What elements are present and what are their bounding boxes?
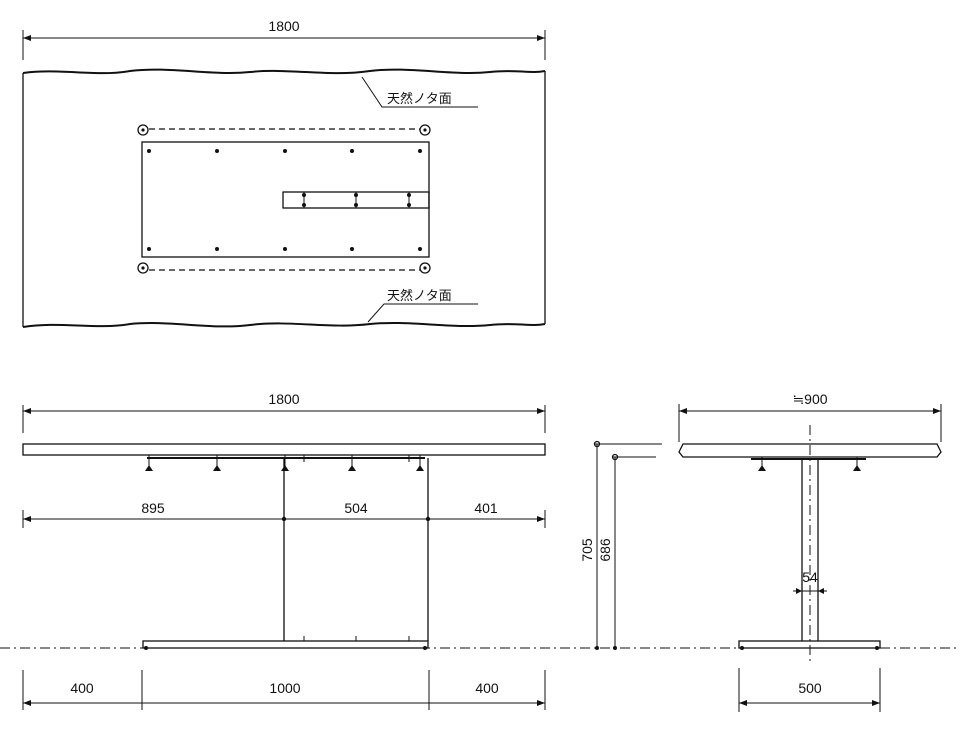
base-right-label: 400 (475, 680, 499, 696)
side-view: ≒900 54 (579, 391, 942, 712)
top-width-label: 1800 (268, 18, 299, 34)
front-tabletop (22, 443, 546, 456)
front-width-dimension: 1800 (22, 391, 546, 433)
slab-edge-bottom (22, 321, 546, 328)
seg-right-label: 401 (474, 500, 498, 516)
top-view: 1800 天然ノタ面 天然ノタ面 (22, 18, 546, 328)
screw-points (147, 149, 422, 251)
front-view: 1800 895 504 40 (22, 391, 546, 710)
side-height-dimensions: 705 686 (579, 440, 662, 650)
side-width-label: ≒900 (792, 391, 827, 407)
side-hanger-bolts (758, 457, 861, 471)
top-width-dimension: 1800 (22, 18, 546, 60)
edge-note-top-leader (361, 76, 478, 108)
side-post-dimension: 54 (793, 569, 827, 594)
post-width-label: 54 (802, 569, 818, 585)
side-base-label: 500 (798, 680, 822, 696)
front-width-label: 1800 (268, 391, 299, 407)
height-under-label: 686 (597, 538, 613, 562)
base-left-label: 400 (70, 680, 94, 696)
slab-edge-top (22, 68, 546, 75)
edge-note-bottom-leader (367, 303, 478, 323)
seg-mid-label: 504 (344, 500, 368, 516)
edge-note-top: 天然ノタ面 (387, 91, 452, 107)
seg-left-label: 895 (141, 500, 165, 516)
front-base-dimension: 400 1000 400 (22, 670, 546, 710)
base-mid-label: 1000 (269, 680, 300, 696)
front-segment-dimension: 895 504 401 (22, 500, 546, 528)
side-width-dimension: ≒900 (678, 391, 942, 442)
side-base-dimension: 500 (738, 668, 881, 712)
frame-plate (141, 141, 430, 258)
side-tabletop (678, 443, 942, 458)
corner-bolts (137, 124, 431, 274)
front-hanger-bolts (145, 455, 424, 471)
frame-bracket (282, 191, 430, 209)
height-total-label: 705 (579, 538, 595, 562)
side-base (738, 640, 881, 649)
edge-note-bottom: 天然ノタ面 (387, 288, 452, 304)
